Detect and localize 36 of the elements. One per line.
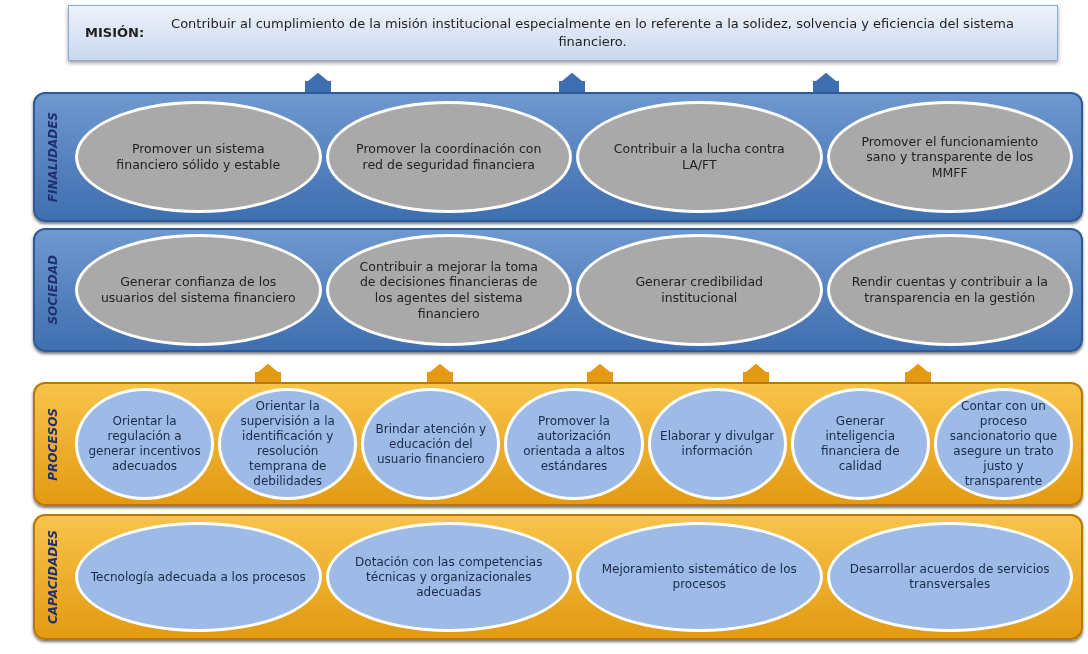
band-panel [33,228,1083,352]
objective-ellipse: Desarrollar acuerdos de servicios transversales [826,522,1073,632]
objective-ellipse: Dotación con las competencias técnicas y organizacionales adecuadas [325,522,572,632]
band-label: SOCIEDAD [46,255,60,325]
mission-statement: MISIÓN: Contribuir al cumplimiento de la misión institucional especialmente en lo referente a la solidez, solvencia y eficiencia del sistema financiero. [68,5,1058,61]
objective-ellipse: Promover un sistema financiero sólido y estable [75,101,322,213]
objective-ellipse: Promover la autorización orientada a altos estándares [504,388,644,500]
band-panel [33,514,1083,640]
block-arrow [305,72,331,92]
block-arrow [255,363,281,382]
band-panel [33,92,1083,222]
band-label: FINALIDADES [46,111,60,203]
block-arrow [427,363,453,382]
objective-ellipse: Generar confianza de los usuarios del sistema financiero [75,234,322,346]
objective-ellipse: Generar credibilidad institucional [576,234,823,346]
block-arrow [559,72,585,92]
objective-ellipse: Promover la coordinación con red de seguridad financiera [325,101,572,213]
block-arrow [905,363,931,382]
objective-ellipse: Mejoramiento sistemático de los procesos [576,522,823,632]
objective-ellipse: Rendir cuentas y contribuir a la transparencia en la gestión [826,234,1073,346]
objective-ellipse: Contribuir a la lucha contra LA/FT [576,101,823,213]
objective-ellipse: Contar con un proceso sancionatorio que asegure un trato justo y transparente [933,388,1073,500]
objective-ellipse: Generar inteligencia financiera de calidad [790,388,930,500]
objective-ellipse: Orientar la supervisión a la identificación y resolución temprana de debilidades [218,388,358,500]
objective-ellipse: Tecnología adecuada a los procesos [75,522,322,632]
block-arrow [743,363,769,382]
band-panel [33,382,1083,506]
objective-ellipse: Orientar la regulación a generar incentivos adecuados [75,388,215,500]
objective-ellipse: Elaborar y divulgar información [647,388,787,500]
band-label: CAPACIDADES [46,530,60,624]
objective-ellipse: Contribuir a mejorar la toma de decisiones financieras de los agentes del sistema financiero [325,234,572,346]
objective-ellipse: Promover el funcionamiento sano y transparente de los MMFF [826,101,1073,213]
block-arrow [587,363,613,382]
objective-ellipse: Brindar atención y educación del usuario financiero [361,388,501,500]
band-label: PROCESOS [46,407,60,481]
block-arrow [813,72,839,92]
